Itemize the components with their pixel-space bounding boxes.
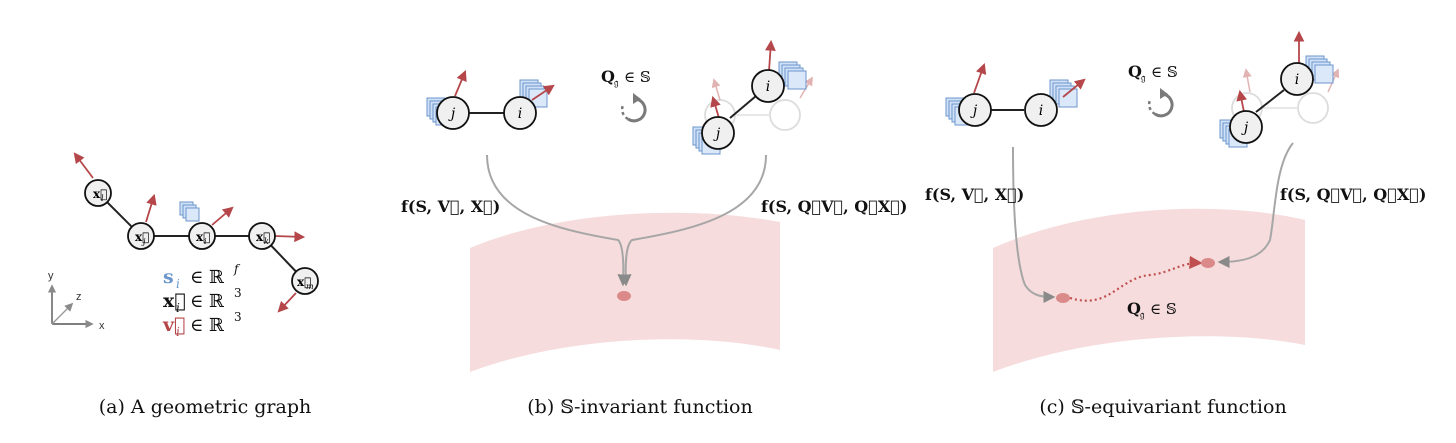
node-x-m: x⃗ m — [291, 267, 319, 295]
svg-text:∈ ℝ: ∈ ℝ — [190, 291, 225, 312]
group-label: Q 𝔤 ∈ 𝕊 — [601, 67, 651, 89]
node-j: j — [436, 96, 470, 130]
svg-text:l: l — [101, 194, 104, 203]
svg-text:𝔤: 𝔤 — [614, 78, 619, 89]
svg-text:i: i — [176, 301, 180, 315]
output-point-right — [1201, 258, 1215, 268]
node-i: i — [503, 96, 537, 130]
svg-text:𝔤: 𝔤 — [1141, 73, 1146, 84]
output-point — [617, 291, 631, 301]
node-i: i — [1024, 93, 1058, 127]
caption-c: (c) 𝕊-equivariant function — [1039, 396, 1286, 418]
manifold-surface — [993, 208, 1305, 372]
equivariant-path — [1069, 255, 1203, 302]
svg-text:i: i — [518, 106, 522, 122]
node-i-rotated: i — [1280, 62, 1314, 96]
svg-text:∈ 𝕊: ∈ 𝕊 — [624, 68, 651, 86]
axes-icon — [47, 284, 94, 329]
svg-text:m: m — [306, 282, 314, 291]
panel-b: j i Q 𝔤 ∈ 𝕊 i — [401, 39, 907, 418]
svg-text:i: i — [176, 325, 180, 339]
function-label-right: f(S, Q𝔤V⃗, Q𝔤X⃗) — [1280, 185, 1426, 204]
path-group-label: Q 𝔤 ∈ 𝕊 — [1127, 299, 1177, 321]
map-curve-right — [619, 154, 767, 287]
legend-s: s i ∈ ℝ f — [163, 262, 241, 291]
svg-text:i: i — [176, 277, 180, 291]
legend-x: x⃗ i ∈ ℝ 3 — [163, 286, 242, 315]
svg-text:f: f — [233, 262, 241, 276]
svg-text:x⃗: x⃗ — [256, 230, 270, 244]
caption-b: (b) 𝕊-invariant function — [527, 396, 752, 418]
node-j-rotated: j — [701, 116, 735, 150]
map-curve-left — [486, 154, 630, 287]
svg-text:∈ 𝕊: ∈ 𝕊 — [1151, 63, 1178, 81]
svg-text:j: j — [448, 106, 456, 122]
svg-text:i: i — [1295, 72, 1299, 88]
group-label: Q 𝔤 ∈ 𝕊 — [1128, 62, 1178, 84]
panel-a: x⃗ l x⃗ j x⃗ i x⃗ k x⃗ m y z — [47, 152, 319, 418]
svg-text:x⃗: x⃗ — [93, 187, 107, 201]
output-point-left — [1056, 293, 1070, 303]
function-label-left: f(S, V⃗, X⃗) — [925, 185, 1024, 204]
svg-text:j: j — [970, 103, 978, 119]
svg-text:x⃗: x⃗ — [297, 275, 311, 289]
svg-text:k: k — [264, 237, 269, 246]
legend-v: v⃗ i ∈ ℝ 3 — [162, 310, 242, 339]
node-x-k: x⃗ k — [248, 222, 276, 250]
velocity-arrows — [73, 152, 306, 313]
node-j: j — [958, 93, 992, 127]
svg-text:v⃗: v⃗ — [162, 314, 185, 336]
svg-text:𝔤: 𝔤 — [1140, 310, 1145, 321]
svg-text:3: 3 — [234, 286, 242, 300]
svg-text:Q: Q — [601, 67, 615, 86]
map-curve-right — [1217, 142, 1294, 268]
svg-text:s: s — [163, 266, 174, 288]
svg-text:Q: Q — [1127, 299, 1141, 318]
axis-y-label: y — [48, 270, 54, 282]
rotation-icon — [1147, 88, 1174, 118]
function-label-right: f(S, Q𝔤V⃗, Q𝔤X⃗) — [761, 197, 907, 216]
axis-z-label: z — [76, 291, 82, 303]
feature-stack-icon — [179, 201, 200, 222]
panel-c: j i Q 𝔤 ∈ 𝕊 i — [925, 30, 1426, 418]
svg-text:x⃗: x⃗ — [196, 230, 210, 244]
map-curve-left — [1012, 146, 1056, 303]
svg-text:Q: Q — [1128, 62, 1142, 81]
node-x-i: x⃗ i — [188, 222, 216, 250]
function-label-left: f(S, V⃗, X⃗) — [401, 197, 500, 216]
node-i-rotated: i — [751, 69, 785, 103]
axis-x-label: x — [99, 320, 105, 332]
svg-text:j: j — [713, 126, 721, 142]
node-j-rotated: j — [1229, 110, 1263, 144]
svg-text:3: 3 — [234, 310, 242, 324]
node-x-j: x⃗ j — [127, 222, 155, 250]
svg-text:∈ 𝕊: ∈ 𝕊 — [1150, 300, 1177, 318]
svg-text:x⃗: x⃗ — [163, 290, 186, 312]
svg-text:i: i — [766, 79, 770, 95]
svg-text:∈ ℝ: ∈ ℝ — [190, 315, 225, 336]
svg-text:x⃗: x⃗ — [135, 230, 149, 244]
svg-text:i: i — [1039, 103, 1043, 119]
svg-text:j: j — [1241, 120, 1249, 136]
svg-text:j: j — [141, 237, 146, 246]
caption-a: (a) A geometric graph — [99, 396, 312, 418]
rotation-icon — [620, 93, 647, 123]
node-x-l: x⃗ l — [84, 179, 112, 207]
svg-text:∈ ℝ: ∈ ℝ — [190, 267, 225, 288]
svg-text:i: i — [204, 237, 207, 246]
